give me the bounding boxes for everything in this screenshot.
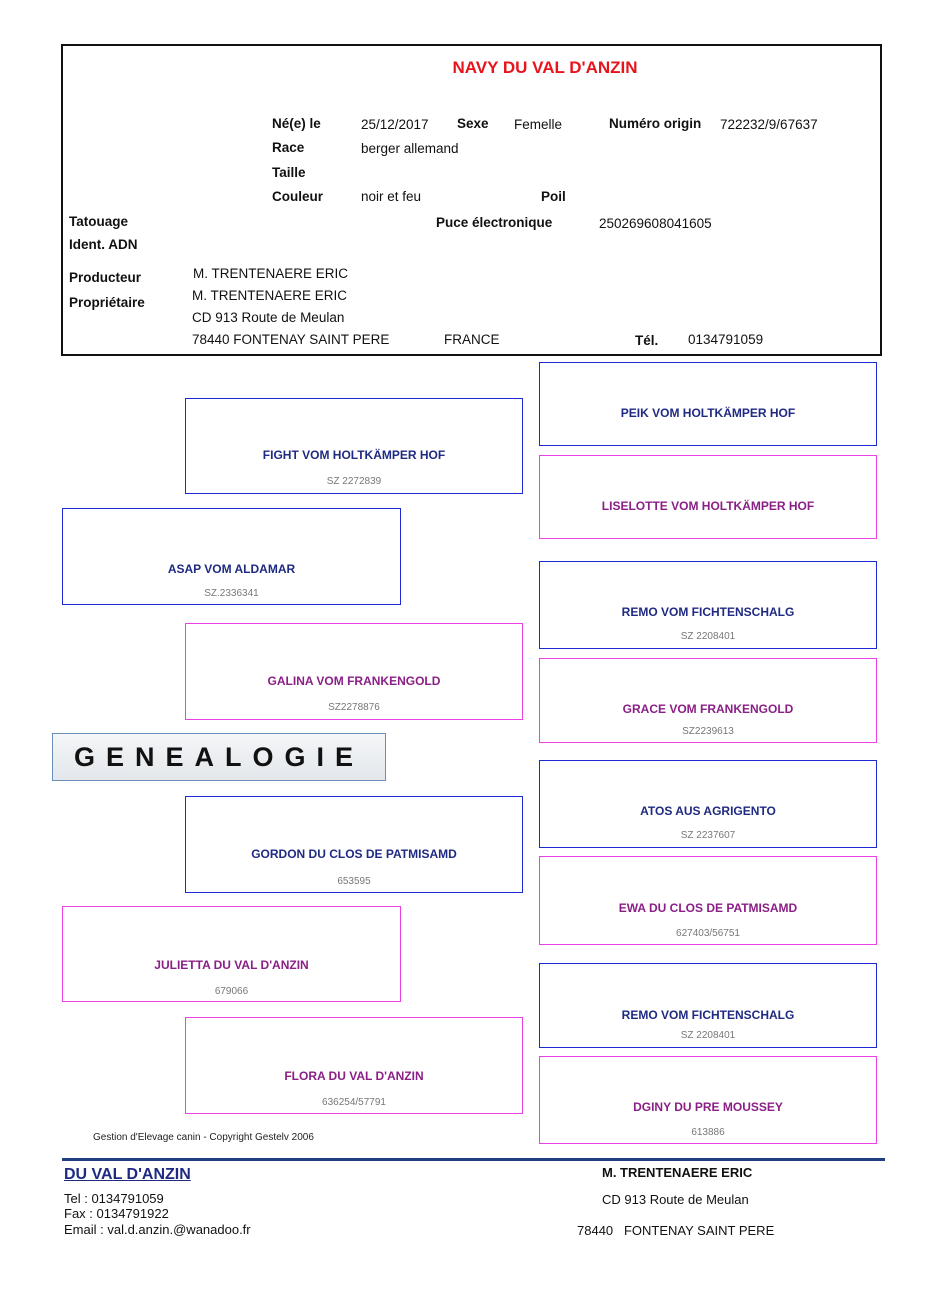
dog-registration: SZ 2272839 <box>326 476 382 487</box>
born-value: 25/12/2017 <box>361 117 429 132</box>
dog-name: GALINA VOM FRANKENGOLD <box>267 674 441 688</box>
owner-address1: CD 913 Route de Meulan <box>192 310 345 325</box>
pedigree-mother-mother: FLORA DU VAL D'ANZIN 636254/57791 <box>185 1017 523 1114</box>
race-label: Race <box>272 140 305 155</box>
owner-value: M. TRENTENAERE ERIC <box>192 288 348 303</box>
dog-name: PEIK VOM HOLTKÄMPER HOF <box>620 406 796 420</box>
dog-registration: SZ 2208401 <box>680 631 736 642</box>
dog-info-box <box>61 44 882 356</box>
pedigree-ff-father: PEIK VOM HOLTKÄMPER HOF <box>539 362 877 446</box>
pedigree-mm-father: REMO VOM FICHTENSCHALG SZ 2208401 <box>539 963 877 1048</box>
sex-value: Femelle <box>514 117 563 132</box>
tel-label: Tél. <box>635 333 659 348</box>
pedigree-mf-mother: EWA DU CLOS DE PATMISAMD 627403/56751 <box>539 856 877 945</box>
dog-registration: SZ2278876 <box>328 702 380 713</box>
owner-country: FRANCE <box>444 332 500 347</box>
dna-label: Ident. ADN <box>69 237 138 252</box>
footer-breeder: M. TRENTENAERE ERIC <box>602 1165 753 1180</box>
pedigree-father-mother: GALINA VOM FRANKENGOLD SZ2278876 <box>185 623 523 720</box>
footer-divider <box>62 1158 885 1161</box>
dog-registration: SZ2239613 <box>682 726 734 737</box>
dog-name: REMO VOM FICHTENSCHALG <box>621 1008 795 1022</box>
dog-registration: SZ 2208401 <box>680 1030 736 1041</box>
footer-fax: Fax : 0134791922 <box>64 1206 169 1221</box>
pedigree-mother-father: GORDON DU CLOS DE PATMISAMD 653595 <box>185 796 523 893</box>
pedigree-father: ASAP VOM ALDAMAR SZ.2336341 <box>62 508 401 605</box>
dog-name: LISELOTTE VOM HOLTKÄMPER HOF <box>601 499 815 513</box>
color-value: noir et feu <box>361 189 422 204</box>
dog-registration: 679066 <box>214 986 249 997</box>
footer-email: Email : val.d.anzin.@wanadoo.fr <box>64 1222 251 1237</box>
number-label: Numéro origin <box>609 116 702 131</box>
footer-address1: CD 913 Route de Meulan <box>602 1192 749 1207</box>
copyright-note: Gestion d'Elevage canin - Copyright Gest… <box>93 1132 314 1143</box>
pedigree-ff-mother: LISELOTTE VOM HOLTKÄMPER HOF <box>539 455 877 539</box>
race-value: berger allemand <box>361 141 459 156</box>
dog-registration: SZ.2336341 <box>204 588 259 599</box>
dog-registration: SZ 2237607 <box>680 830 736 841</box>
sex-label: Sexe <box>457 116 489 131</box>
pedigree-mother: JULIETTA DU VAL D'ANZIN 679066 <box>62 906 401 1002</box>
dog-name: FLORA DU VAL D'ANZIN <box>284 1069 424 1083</box>
dog-name: DGINY DU PRE MOUSSEY <box>633 1100 783 1114</box>
dog-name: JULIETTA DU VAL D'ANZIN <box>154 958 309 972</box>
chip-label: Puce électronique <box>436 215 553 230</box>
coat-label: Poil <box>541 189 566 204</box>
dog-name: FIGHT VOM HOLTKÄMPER HOF <box>262 448 446 462</box>
color-label: Couleur <box>272 189 324 204</box>
dog-registration: 613886 <box>691 1127 725 1138</box>
dog-name: GRACE VOM FRANKENGOLD <box>622 702 794 716</box>
pedigree-mm-mother: DGINY DU PRE MOUSSEY 613886 <box>539 1056 877 1144</box>
dog-name: NAVY DU VAL D'ANZIN <box>452 58 638 77</box>
producer-label: Producteur <box>69 270 142 285</box>
kennel-name: DU VAL D'ANZIN <box>64 1166 191 1183</box>
dog-name: ATOS AUS AGRIGENTO <box>640 804 776 818</box>
pedigree-fm-father: REMO VOM FICHTENSCHALG SZ 2208401 <box>539 561 877 649</box>
born-label: Né(e) le <box>272 116 321 131</box>
number-value: 722232/9/67637 <box>720 117 818 132</box>
owner-label: Propriétaire <box>69 295 145 310</box>
pedigree-fm-mother: GRACE VOM FRANKENGOLD SZ2239613 <box>539 658 877 743</box>
genealogie-title: GENEALOGIE <box>52 733 386 781</box>
footer-address2: 78440 FONTENAY SAINT PERE <box>577 1223 775 1238</box>
producer-value: M. TRENTENAERE ERIC <box>193 266 349 281</box>
dog-registration: 627403/56751 <box>676 928 740 939</box>
owner-address2: 78440 FONTENAY SAINT PERE <box>192 332 390 347</box>
dog-name: ASAP VOM ALDAMAR <box>167 562 296 576</box>
chip-value: 250269608041605 <box>599 216 712 231</box>
tattoo-label: Tatouage <box>69 214 129 229</box>
pedigree-mf-father: ATOS AUS AGRIGENTO SZ 2237607 <box>539 760 877 848</box>
dog-name: REMO VOM FICHTENSCHALG <box>621 605 795 619</box>
dog-registration: 636254/57791 <box>322 1097 386 1108</box>
size-label: Taille <box>272 165 306 180</box>
pedigree-father-father: FIGHT VOM HOLTKÄMPER HOF SZ 2272839 <box>185 398 523 494</box>
dog-name: EWA DU CLOS DE PATMISAMD <box>618 901 798 915</box>
tel-value: 0134791059 <box>688 332 764 347</box>
footer-tel: Tel : 0134791059 <box>64 1191 164 1206</box>
dog-registration: 653595 <box>337 876 371 887</box>
dog-name: GORDON DU CLOS DE PATMISAMD <box>251 847 457 861</box>
